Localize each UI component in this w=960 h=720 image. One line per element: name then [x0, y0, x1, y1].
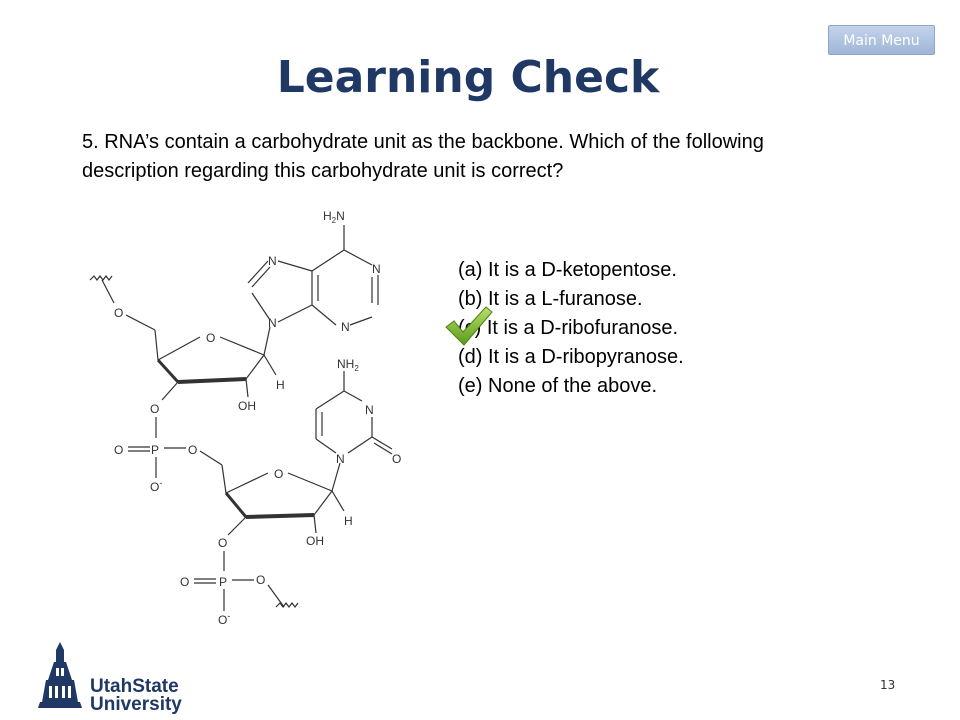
university-logo-icon: UtahState University [38, 642, 182, 715]
phosphate-oxygen-1: O [114, 443, 123, 457]
hydroxyl-2: OH [306, 534, 324, 548]
hydrogen-2: H [344, 514, 353, 528]
carbonyl-oxygen: O [392, 452, 401, 466]
ring-oxygen-1: O [206, 331, 215, 345]
answer-b[interactable]: (b) It is a L-furanose. [458, 288, 643, 310]
answer-list: (a) It is a D-ketopentose. (b) It is a L… [458, 256, 684, 401]
rna-structure-diagram: H2N N N N N O O H OH O O P O O- NH2 N N … [89, 209, 401, 627]
question-text: 5. RNA’s contain a carbohydrate unit as … [82, 131, 764, 182]
hydroxyl-1: OH [238, 399, 256, 413]
checkmark-icon [445, 306, 493, 346]
phosphorus-2: P [219, 575, 227, 589]
pyrimidine-n3: N [365, 403, 374, 417]
oxygen-5prime-2: O [188, 443, 197, 457]
oxygen-3prime-2: O [218, 536, 227, 550]
phosphate-ominus-2: O- [218, 611, 230, 627]
purine-n9: N [268, 316, 277, 330]
hydrogen-1: H [276, 378, 285, 392]
phosphorus-1: P [151, 443, 159, 457]
main-menu-button[interactable]: Main Menu [828, 25, 935, 55]
answer-d[interactable]: (d) It is a D-ribopyranose. [458, 346, 684, 368]
logo-line-2: University [90, 694, 182, 715]
oxygen-3prime-1: O [150, 402, 159, 416]
slide-title: Learning Check [276, 52, 660, 103]
purine-n1: N [372, 262, 381, 276]
purine-n7: N [268, 254, 277, 268]
phosphate-ominus-1: O- [150, 478, 162, 494]
phosphate-oxygen-2: O [180, 575, 189, 589]
purine-n3: N [341, 320, 350, 334]
page-number: 13 [880, 678, 896, 692]
answer-e[interactable]: (e) None of the above. [458, 375, 658, 397]
pyrimidine-n1: N [336, 452, 345, 466]
ring-oxygen-2: O [274, 467, 283, 481]
oxygen-5prime-3: O [256, 573, 265, 587]
amine-label-top: H2N [323, 209, 345, 225]
answer-c[interactable]: (c) It is a D-ribofuranose. [458, 317, 679, 339]
answer-a[interactable]: (a) It is a D-ketopentose. [458, 259, 677, 281]
logo-line-1: UtahState [90, 676, 179, 697]
oxygen-5prime-top: O [114, 306, 123, 320]
amine-label-pyrimidine: NH2 [337, 357, 359, 373]
